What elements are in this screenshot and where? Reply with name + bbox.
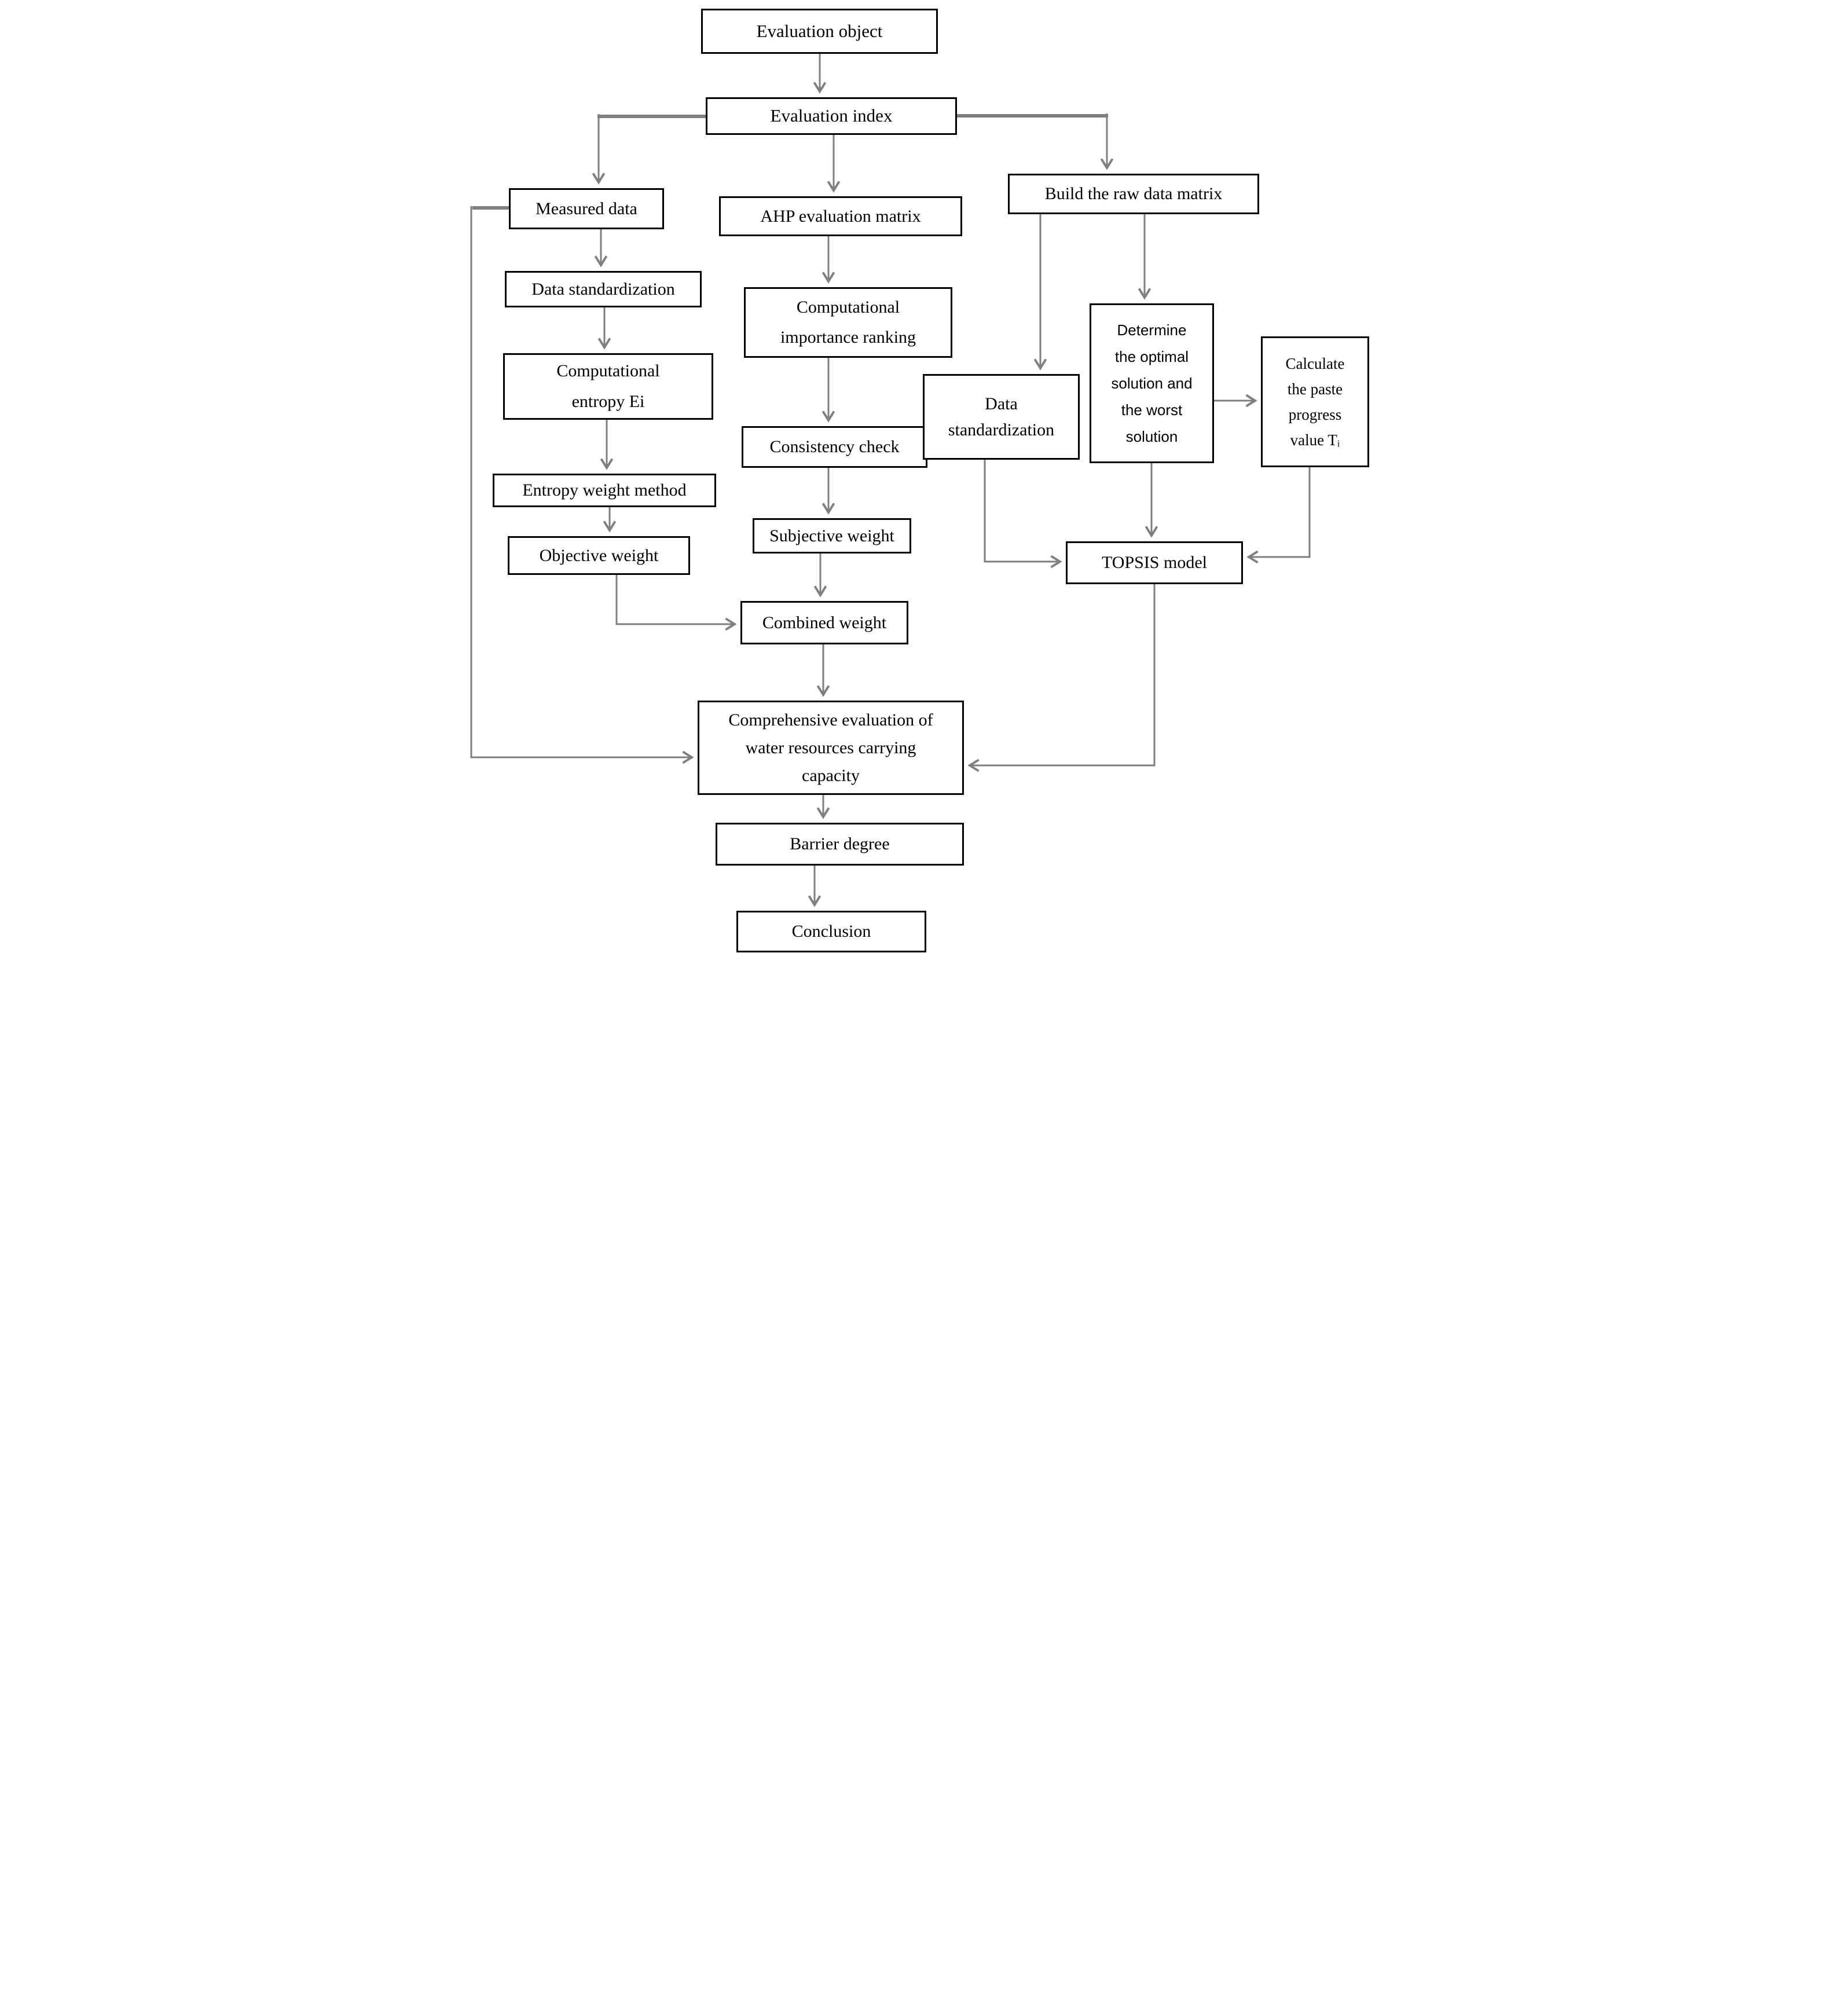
node-barrier-degree: Barrier degree bbox=[716, 823, 964, 866]
node-evaluation-object: Evaluation object bbox=[701, 9, 938, 54]
node-evaluation-index: Evaluation index bbox=[706, 97, 957, 135]
node-computational-entropy-label: Computational entropy Ei bbox=[556, 361, 660, 411]
node-objective-weight: Objective weight bbox=[508, 536, 690, 575]
node-data-standardization-left-label: Data standardization bbox=[531, 279, 675, 299]
node-data-standardization-left: Data standardization bbox=[505, 271, 702, 307]
node-computational-importance-ranking: Computational importance ranking bbox=[744, 287, 952, 358]
node-determine-solutions: Determine the optimal solution and the w… bbox=[1090, 303, 1214, 463]
node-comprehensive-evaluation-label: Comprehensive evaluation of water resour… bbox=[728, 710, 933, 785]
node-data-standardization-right: Data standardization bbox=[923, 374, 1080, 460]
edge-measured-to-comprehensive bbox=[470, 206, 694, 764]
connector-lines bbox=[470, 54, 1311, 907]
node-conclusion: Conclusion bbox=[736, 911, 926, 952]
node-consistency-check-label: Consistency check bbox=[769, 437, 900, 457]
edge-standardization-right-to-topsis bbox=[984, 460, 1062, 569]
node-ahp-evaluation-matrix: AHP evaluation matrix bbox=[719, 196, 962, 236]
node-objective-weight-label: Objective weight bbox=[539, 545, 659, 565]
node-ahp-evaluation-matrix-label: AHP evaluation matrix bbox=[760, 206, 921, 226]
node-consistency-check: Consistency check bbox=[742, 426, 927, 468]
node-subjective-weight-label: Subjective weight bbox=[769, 526, 894, 545]
node-barrier-degree-label: Barrier degree bbox=[790, 834, 890, 854]
node-comprehensive-evaluation: Comprehensive evaluation of water resour… bbox=[698, 701, 964, 795]
edge-objective-to-combined bbox=[615, 575, 737, 631]
node-evaluation-index-label: Evaluation index bbox=[770, 105, 893, 126]
node-measured-data: Measured data bbox=[509, 188, 664, 229]
node-calculate-progress-value: Calculate the paste progress value Tᵢ bbox=[1261, 336, 1369, 467]
node-measured-data-label: Measured data bbox=[536, 199, 637, 218]
node-entropy-weight-method: Entropy weight method bbox=[493, 474, 716, 507]
node-combined-weight-label: Combined weight bbox=[762, 613, 887, 632]
node-build-raw-data-matrix: Build the raw data matrix bbox=[1008, 174, 1259, 214]
node-determine-solutions-label: Determine the optimal solution and the w… bbox=[1111, 321, 1193, 446]
node-evaluation-object-label: Evaluation object bbox=[756, 20, 883, 41]
node-entropy-weight-method-label: Entropy weight method bbox=[522, 481, 687, 500]
edge-topsis-to-comprehensive bbox=[967, 584, 1156, 772]
node-calculate-progress-value-label: Calculate the paste progress value Tᵢ bbox=[1285, 355, 1345, 449]
node-build-raw-data-matrix-label: Build the raw data matrix bbox=[1044, 184, 1223, 204]
edge-calculate-to-topsis bbox=[1246, 467, 1311, 564]
node-topsis-model: TOPSIS model bbox=[1066, 541, 1243, 584]
flowchart-canvas: Evaluation object Evaluation index Measu… bbox=[460, 0, 1381, 1008]
node-computational-entropy: Computational entropy Ei bbox=[503, 353, 713, 420]
node-conclusion-label: Conclusion bbox=[791, 922, 871, 941]
node-topsis-model-label: TOPSIS model bbox=[1102, 553, 1207, 573]
node-subjective-weight: Subjective weight bbox=[753, 518, 911, 554]
node-data-standardization-right-label: Data standardization bbox=[948, 394, 1055, 439]
node-computational-importance-ranking-label: Computational importance ranking bbox=[780, 297, 916, 347]
node-combined-weight: Combined weight bbox=[740, 601, 908, 644]
